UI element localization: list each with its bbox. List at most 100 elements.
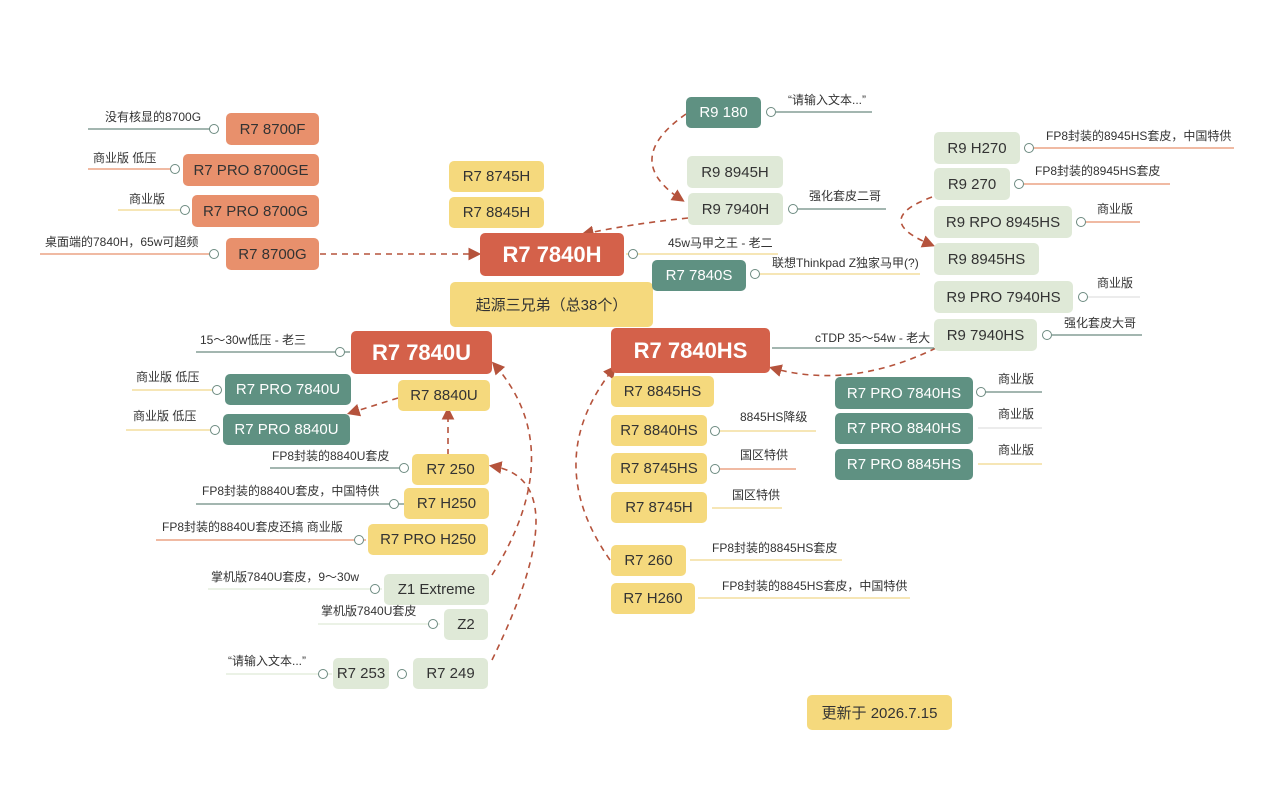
node-r7-8700g[interactable]: R7 8700G xyxy=(226,238,319,270)
note-7840u: 15～30w低压 - 老三 xyxy=(200,333,307,347)
note-260: FP8封装的8845HS套皮 xyxy=(712,541,838,555)
connector-dot xyxy=(318,669,328,679)
arrow-r78840u-to-7840u xyxy=(346,397,399,417)
node-r7-260[interactable]: R7 260 xyxy=(611,545,686,576)
note-8700g: 桌面端的7840H，65w可超频 xyxy=(45,235,199,249)
node-r7-8700f[interactable]: R7 8700F xyxy=(226,113,319,145)
arrow-r7249-to-r7250 xyxy=(488,461,537,661)
note-7940hs: 强化套皮大哥 xyxy=(1064,316,1137,330)
node-r7-7840hs[interactable]: R7 7840HS xyxy=(611,328,770,373)
note-h250: FP8封装的8840U套皮，中国特供 xyxy=(202,484,380,498)
connector-dot xyxy=(1076,217,1086,227)
node-z2[interactable]: Z2 xyxy=(444,609,488,640)
note-8700ge: 商业版 低压 xyxy=(93,151,157,165)
connector-dot xyxy=(976,387,986,397)
connector-dot xyxy=(710,464,720,474)
note-z1: 掌机版7840U套皮，9～30w xyxy=(211,570,360,584)
node-r9-180[interactable]: R9 180 xyxy=(686,97,761,128)
node-r7-8845hs[interactable]: R7 8845HS xyxy=(611,376,714,407)
note-z2: 掌机版7840U套皮 xyxy=(321,604,417,618)
note-h260: FP8封装的8845HS套皮，中国特供 xyxy=(722,579,908,593)
connector-dot xyxy=(397,669,407,679)
node-r7-7840s[interactable]: R7 7840S xyxy=(652,260,746,291)
center-label: 起源三兄弟（总38个） xyxy=(450,282,653,327)
connector-dot xyxy=(212,385,222,395)
node-r7-8745hs[interactable]: R7 8745HS xyxy=(611,453,707,484)
note-pro-h250: FP8封装的8840U套皮还搞 商业版 xyxy=(162,520,343,534)
note-pro-7840hs: 商业版 xyxy=(998,372,1035,386)
node-r9-h270[interactable]: R9 H270 xyxy=(934,132,1020,164)
connector-dot xyxy=(209,249,219,259)
connector-dot xyxy=(788,204,798,214)
note-r9-180: “请输入文本...” xyxy=(788,93,866,107)
node-r7-8745h[interactable]: R7 8745H xyxy=(611,492,707,523)
node-r9-8945hs[interactable]: R9 8945HS xyxy=(934,243,1039,275)
note-pro-8840hs: 商业版 xyxy=(998,407,1035,421)
note-7840hs: cTDP 35～54w - 老大 xyxy=(815,331,931,345)
node-r7-pro-8700g[interactable]: R7 PRO 8700G xyxy=(192,195,319,227)
arrow-r9180-to-r97940h xyxy=(651,113,687,202)
note-8745hs: 国区特供 xyxy=(740,448,789,462)
node-r9-pro-7940hs[interactable]: R9 PRO 7940HS xyxy=(934,281,1073,313)
note-pro-8840u: 商业版 低压 xyxy=(133,409,197,423)
connector-dot xyxy=(1024,143,1034,153)
arrow-z1-to-7840u xyxy=(491,361,533,576)
note-253: “请输入文本...” xyxy=(228,654,306,668)
node-r7-8745h-top[interactable]: R7 8745H xyxy=(449,161,544,192)
node-r7-8840hs[interactable]: R7 8840HS xyxy=(611,415,707,446)
connector-dot xyxy=(1014,179,1024,189)
node-r9-7940hs[interactable]: R9 7940HS xyxy=(934,319,1037,351)
note-270: FP8封装的8945HS套皮 xyxy=(1035,164,1161,178)
note-8840hs: 8845HS降级 xyxy=(740,410,808,424)
connector-dot xyxy=(628,249,638,259)
node-r9-rpo-8945hs[interactable]: R9 RPO 8945HS xyxy=(934,206,1072,238)
connector-dot xyxy=(399,463,409,473)
node-r7-250[interactable]: R7 250 xyxy=(412,454,489,485)
connector-dot xyxy=(170,164,180,174)
connector-dot xyxy=(210,425,220,435)
node-r7-7840h[interactable]: R7 7840H xyxy=(480,233,624,276)
arrow-r9270-to-r98945hs xyxy=(900,196,935,248)
note-r9-7940h: 强化套皮二哥 xyxy=(809,189,882,203)
connector-dot xyxy=(766,107,776,117)
node-r7-pro-8845hs[interactable]: R7 PRO 8845HS xyxy=(835,449,973,480)
note-8745h: 国区特供 xyxy=(732,488,781,502)
note-7840h: 45w马甲之王 - 老二 xyxy=(668,236,773,250)
node-r9-8945h[interactable]: R9 8945H xyxy=(687,156,783,188)
node-r7-pro-8840u[interactable]: R7 PRO 8840U xyxy=(223,414,350,445)
note-7840s: 联想Thinkpad Z独家马甲(?) xyxy=(772,256,919,270)
connector-dot xyxy=(389,499,399,509)
node-r7-h250[interactable]: R7 H250 xyxy=(404,488,489,519)
node-r7-8840u[interactable]: R7 8840U xyxy=(398,380,490,411)
node-r7-8845h[interactable]: R7 8845H xyxy=(449,197,544,228)
node-r7-253[interactable]: R7 253 xyxy=(333,658,389,689)
arrow-r97940hs-to-7840hs xyxy=(768,347,937,377)
node-r7-pro-7840hs[interactable]: R7 PRO 7840HS xyxy=(835,377,973,409)
note-pro-8700g: 商业版 xyxy=(129,192,166,206)
node-r7-pro-8700ge[interactable]: R7 PRO 8700GE xyxy=(183,154,319,186)
note-8700f: 没有核显的8700G xyxy=(105,110,202,124)
node-r7-7840u[interactable]: R7 7840U xyxy=(351,331,492,374)
connector-dot xyxy=(1042,330,1052,340)
node-r7-h260[interactable]: R7 H260 xyxy=(611,583,695,614)
note-rpo-8945hs: 商业版 xyxy=(1097,202,1134,216)
node-r7-pro-h250[interactable]: R7 PRO H250 xyxy=(368,524,488,555)
connector-dot xyxy=(750,269,760,279)
arrow-r7260-to-7840hs xyxy=(575,365,617,561)
note-250: FP8封装的8840U套皮 xyxy=(272,449,390,463)
connector-dot xyxy=(209,124,219,134)
node-r9-7940h[interactable]: R9 7940H xyxy=(688,193,783,225)
node-z1-extreme[interactable]: Z1 Extreme xyxy=(384,574,489,605)
node-r9-270[interactable]: R9 270 xyxy=(934,168,1010,200)
connector-dot xyxy=(428,619,438,629)
node-r7-pro-8840hs[interactable]: R7 PRO 8840HS xyxy=(835,413,973,444)
note-h270: FP8封装的8945HS套皮，中国特供 xyxy=(1046,129,1232,143)
note-pro-7840u: 商业版 低压 xyxy=(136,370,200,384)
connector-dot xyxy=(180,205,190,215)
note-pro-8845hs: 商业版 xyxy=(998,443,1035,457)
connector-dot xyxy=(1078,292,1088,302)
node-r7-249[interactable]: R7 249 xyxy=(413,658,488,689)
node-r7-pro-7840u[interactable]: R7 PRO 7840U xyxy=(225,374,351,405)
